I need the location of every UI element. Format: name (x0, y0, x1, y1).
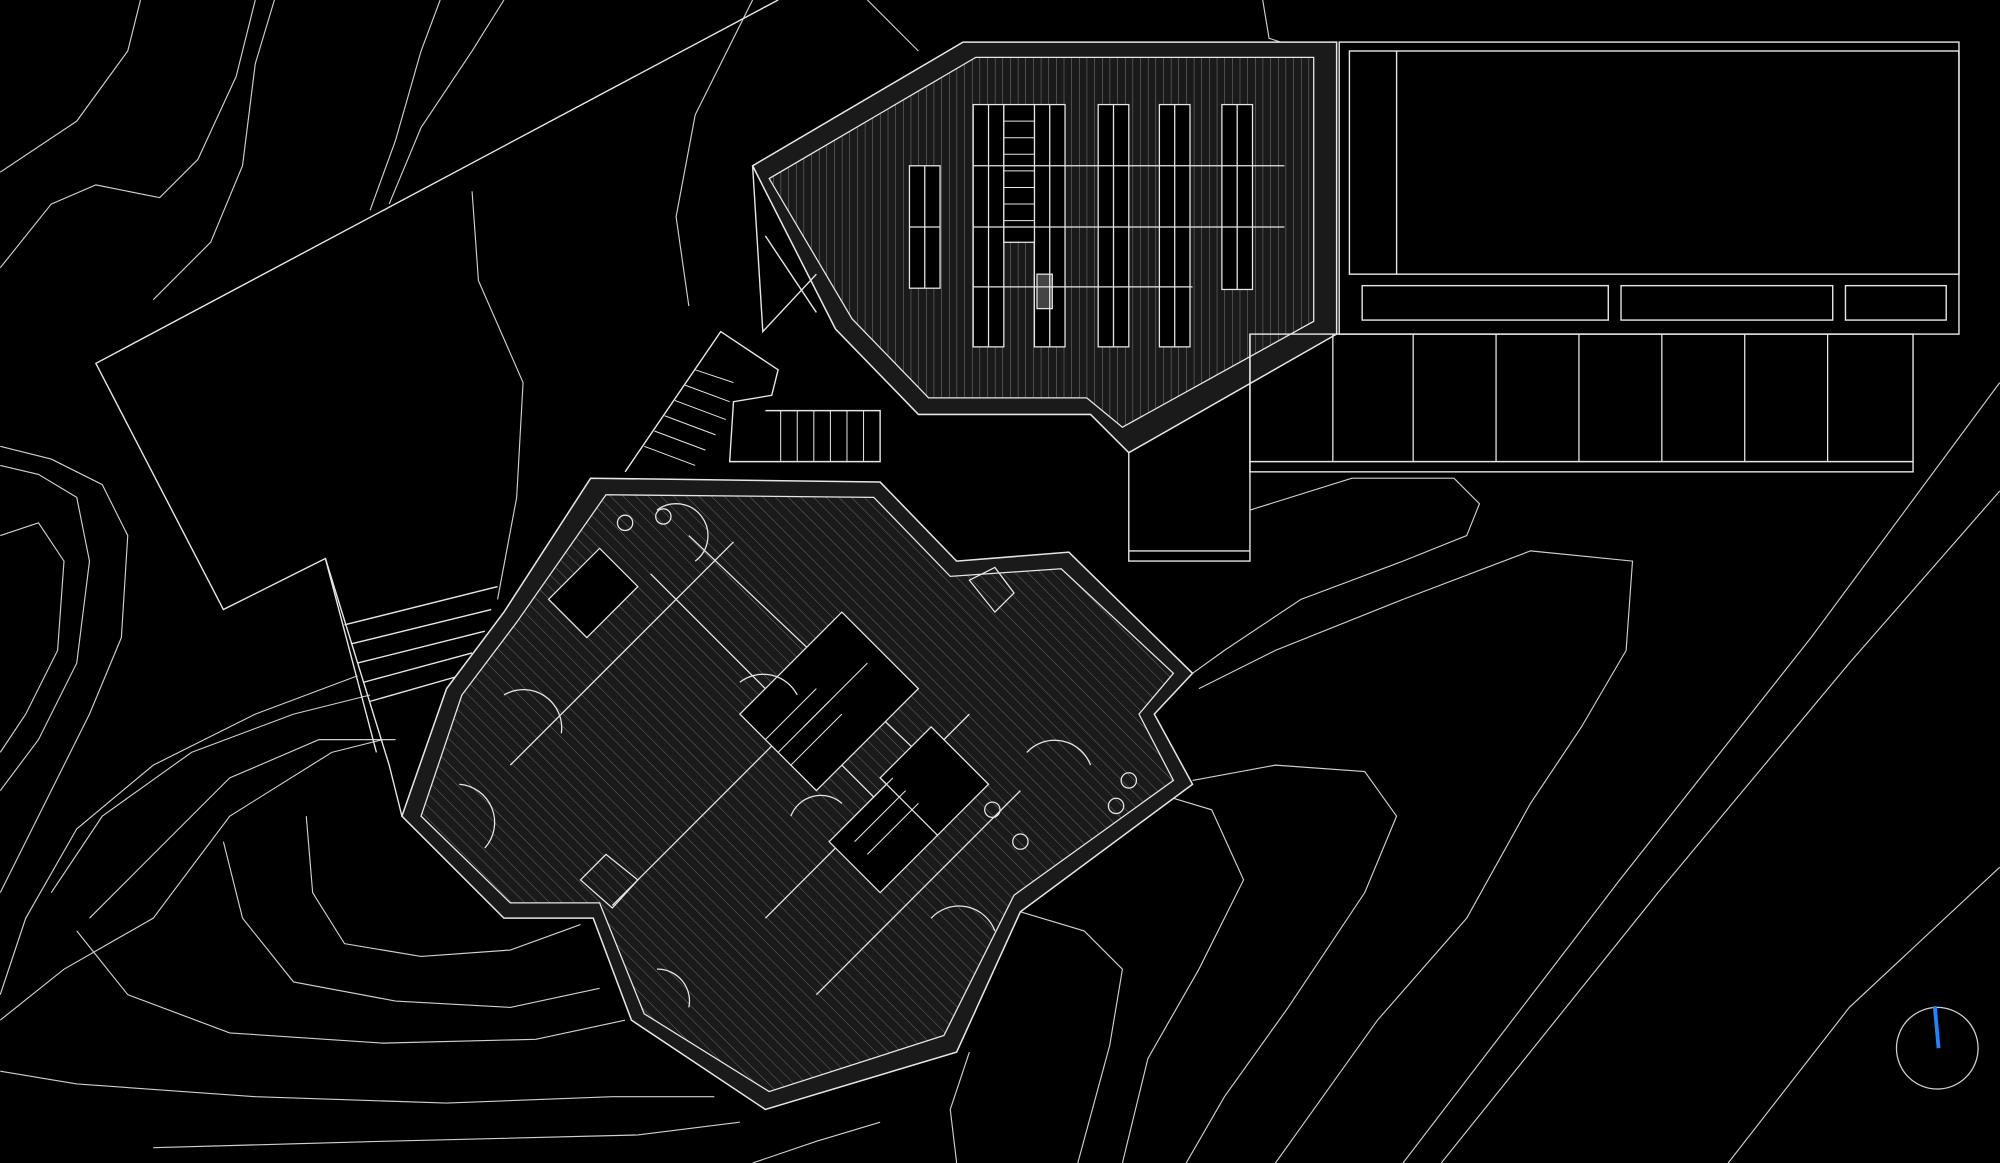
interior-stairs (764, 662, 919, 855)
north-arrow (1895, 1005, 1979, 1090)
roof-building (751, 41, 1338, 454)
main-house (401, 477, 1194, 1111)
roof-stair (1003, 120, 1035, 222)
site-boundary (94, 0, 779, 817)
north-arrow-needle-icon (1932, 1005, 1941, 1049)
annex-building (1128, 41, 1960, 562)
entry-stairs (624, 330, 881, 473)
skylights (908, 103, 1285, 348)
